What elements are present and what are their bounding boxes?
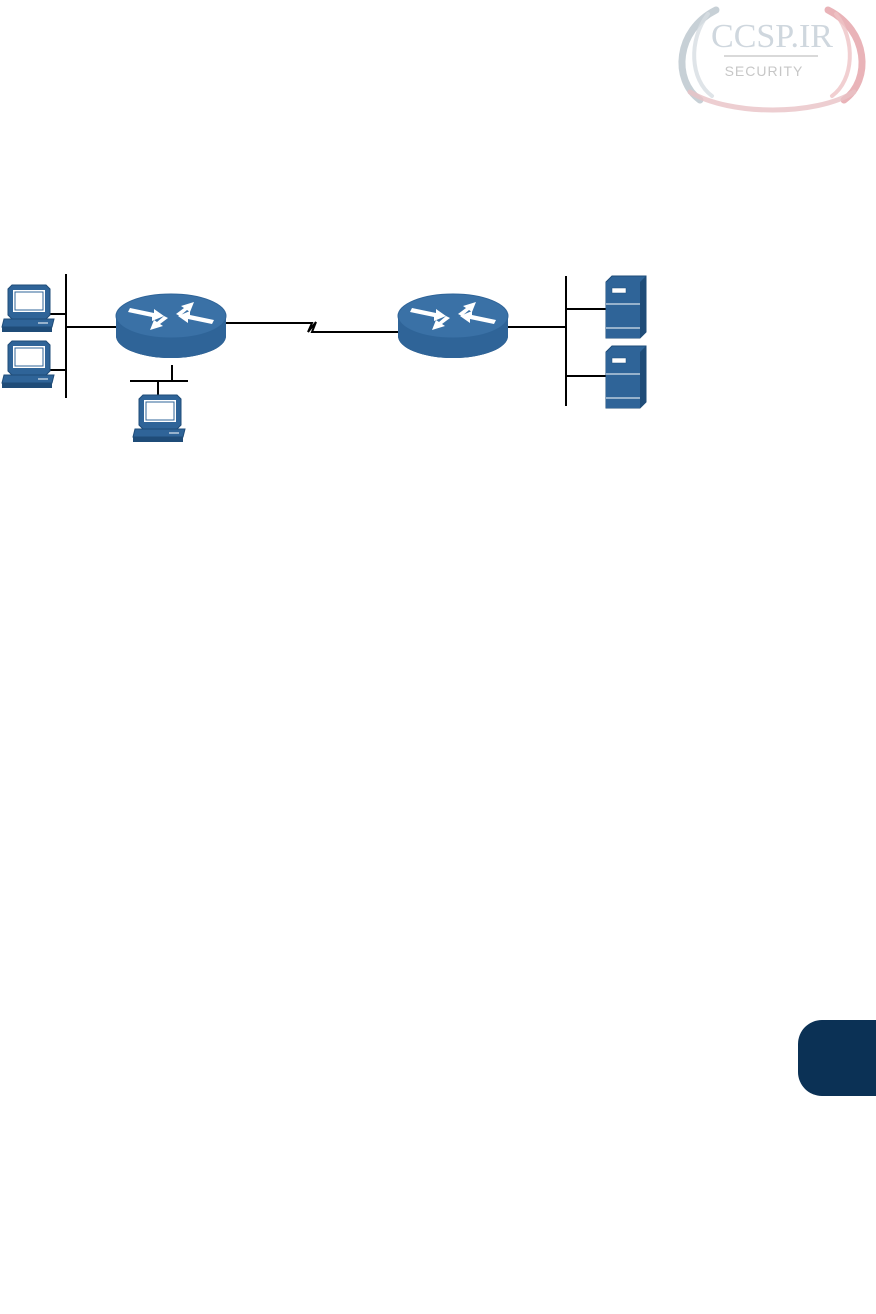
pc-mid-left-icon <box>2 341 54 388</box>
serial-wan-link <box>226 322 400 332</box>
chapter-tab <box>798 1020 876 1096</box>
watermark-subtitle: SECURITY <box>725 63 804 79</box>
watermark-right-arc <box>828 10 862 100</box>
watermark-bottom-arc <box>690 92 854 110</box>
watermark-logo: CCSP.IR SECURITY <box>682 10 862 110</box>
watermark-title: CCSP.IR <box>711 18 833 55</box>
router-left-icon <box>116 294 226 358</box>
server-bottom-icon <box>606 346 646 408</box>
server-top-icon <box>606 276 646 338</box>
router-right-icon <box>398 294 508 358</box>
pc-bottom-icon <box>133 395 185 442</box>
pc-top-left-icon <box>2 285 54 332</box>
